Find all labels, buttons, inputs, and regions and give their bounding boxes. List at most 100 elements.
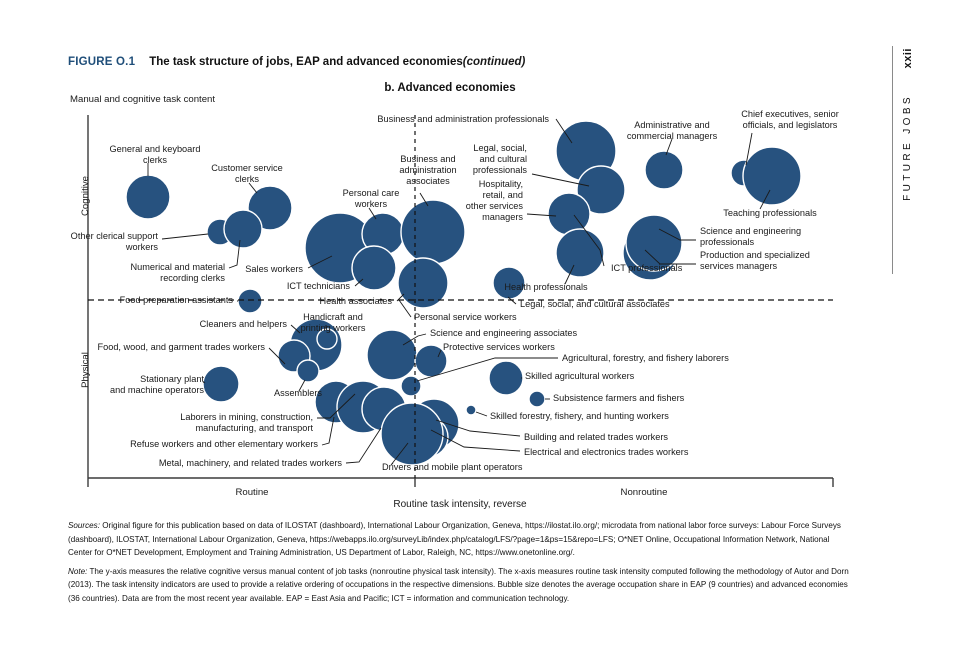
leader-line [307,255,333,269]
leader-line [354,278,364,287]
bubble-label: Electrical and electronics trades worker… [524,447,689,457]
bubble-label: Laborers in mining, construction,manufac… [180,412,313,433]
bubble [400,199,466,265]
leader-line [202,381,206,384]
bubble-label: Metal, machinery, and related trades wor… [159,458,343,468]
y-axis-label-physical: Physical [80,352,91,388]
x-axis-title: Routine task intensity, reverse [393,499,527,510]
leader-line [665,138,673,156]
figure-number: FIGURE O.1 [68,56,136,68]
leader-line [368,207,377,220]
bubble-label: Health associates [319,296,392,306]
bubble [202,365,240,403]
leader-line [390,442,409,466]
leader-line [430,429,521,452]
leader-line [161,233,209,240]
bubble [555,228,605,278]
leader-line [526,213,557,217]
bubble-label: Skilled agricultural workers [525,371,635,381]
bubble [397,257,449,309]
running-head: xxii FUTURE JOBS [892,46,938,276]
sources-note: Sources: Original figure for this public… [68,519,852,560]
leader-line [531,173,590,187]
bubble-label: Personal service workers [414,312,517,322]
bubble [465,404,477,416]
bubble-label: Food preparation assistants [120,295,234,305]
bubble [528,390,546,408]
bubble [492,266,526,300]
leader-line [228,239,241,269]
bubble [125,174,171,220]
note-label: Note: [68,566,88,576]
bubble-label: Building and related trades workers [524,432,668,442]
bubble [488,360,524,396]
bubble [742,146,802,206]
bubble [625,214,683,272]
bubble-label: Skilled forestry, fishery, and hunting w… [490,411,669,421]
y-axis-label-cognitive: Cognitive [80,176,91,216]
bubble [223,209,263,249]
leader-line [573,214,605,267]
leader-line [644,249,696,265]
bubble [380,402,444,466]
sources-label: Sources: [68,521,100,530]
bubble-label: Protective services workers [443,342,555,352]
leader-line [437,349,442,358]
leader-line [419,192,429,207]
bubble [366,329,418,381]
bubble-label: Health professionals [504,282,588,292]
leader-line [402,333,427,346]
leader-line [268,347,286,365]
x-axis-label-nonroutine: Nonroutine [621,487,668,498]
bubble [296,359,320,383]
bubble-label: Agricultural, forestry, and fishery labo… [562,353,729,363]
bubble-label: ICT professionals [611,263,683,273]
bubble-layer [125,120,802,466]
bubble-label: ICT technicians [287,281,351,291]
bubble [576,165,626,215]
leader-line [759,189,771,210]
leader-line [290,324,301,334]
leader-line [321,416,335,446]
note-text: The y-axis measures the relative cogniti… [68,566,849,603]
bubble-label: Cleaners and helpers [200,319,288,329]
bubble [400,375,422,397]
leader-line [745,132,753,166]
bubble-label: Assemblers [274,388,322,398]
bubble-label: Food, wood, and garment trades workers [97,342,265,352]
sources-text: Original figure for this publication bas… [68,521,841,558]
leader-line [298,379,306,392]
bubble-label: Sales workers [245,264,303,274]
x-axis-label-routine: Routine [235,487,268,498]
running-head-rule [892,46,893,274]
figure-notes: Sources: Original figure for this public… [68,519,852,607]
leader-line [398,299,412,318]
y-axis-title: Manual and cognitive task content [70,94,216,105]
bubble [644,150,684,190]
leader-line [475,411,488,417]
leader-line [317,393,356,419]
bubble-label: Refuse workers and other elementary work… [130,439,318,449]
leader-line [416,357,558,382]
leader-line [555,118,573,144]
figure-continued-marker: (continued) [462,56,526,68]
bubble-label: Teaching professionals [723,208,817,218]
leader-line [564,264,575,285]
bubble-label: Legal, social, and cultural associates [520,299,670,309]
